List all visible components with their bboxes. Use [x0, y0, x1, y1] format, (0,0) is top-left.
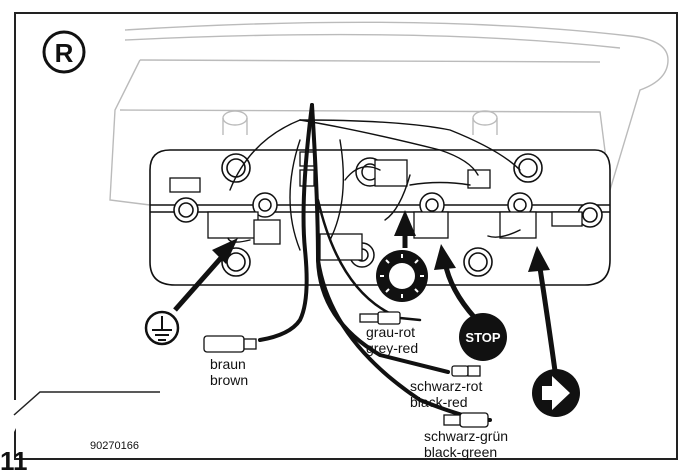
tail-light-icon	[376, 250, 428, 302]
label-blackgreen-en: black-green	[424, 444, 498, 460]
label-blackred-en: black-red	[410, 394, 468, 410]
connector-blocks	[169, 151, 583, 261]
label-greyred-de: grau-rot	[366, 324, 416, 340]
label-blackgreen-de: schwarz-grün	[424, 428, 509, 444]
label-brown-en: brown	[210, 372, 249, 388]
ground-icon	[144, 310, 180, 346]
stop-label: STOP	[465, 330, 501, 345]
stop-sign-icon	[459, 313, 507, 361]
label-brown-de: braun	[210, 356, 246, 372]
figure-frame	[14, 12, 678, 460]
mounting-plate	[149, 149, 611, 286]
turn-indicator-icon	[532, 369, 580, 417]
registered-letter: R	[54, 38, 74, 68]
part-code: 90270166	[90, 440, 139, 452]
label-blackred-de: schwarz-rot	[410, 378, 483, 394]
indicator-arrows	[173, 210, 559, 379]
registered-mark-icon	[42, 30, 86, 74]
wire-plugs	[203, 311, 489, 428]
figure-number: 11	[0, 446, 28, 476]
label-greyred-en: grey-red	[366, 340, 419, 356]
wires	[227, 103, 521, 422]
mounting-holes	[173, 153, 603, 277]
